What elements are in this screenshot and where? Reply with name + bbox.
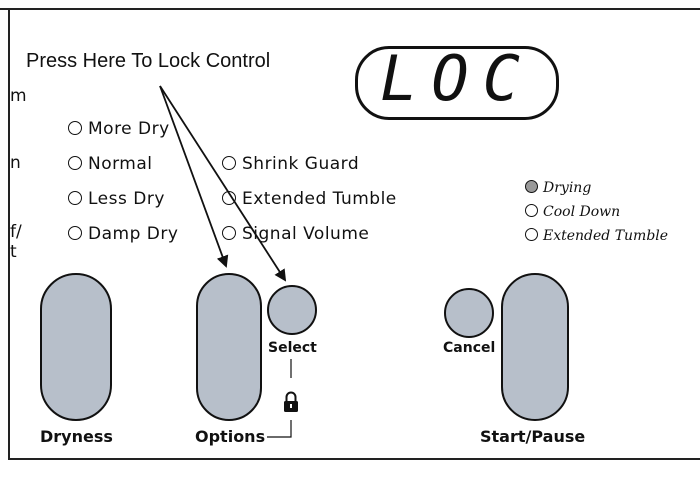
indicator-light: [222, 156, 236, 170]
callout-arrow-select: [159, 85, 287, 282]
dryness-option-normal: Normal: [68, 154, 153, 174]
lcd-display-text: LOC: [380, 42, 534, 115]
status-indicator-light: [525, 228, 538, 241]
panel-left-border: [8, 8, 10, 460]
cutoff-label: t: [10, 242, 17, 262]
options-button-label: Options: [195, 427, 266, 446]
indicator-light: [68, 156, 82, 170]
option-label: Signal Volume: [242, 224, 370, 244]
lock-bracket-line: [267, 359, 292, 438]
panel-bottom-border: [8, 458, 700, 460]
indicator-light: [68, 191, 82, 205]
select-button[interactable]: [267, 285, 317, 335]
select-button-label: Select: [268, 340, 317, 356]
cutoff-label: f/: [10, 222, 22, 242]
option-label: Damp Dry: [88, 224, 179, 244]
status-indicator-light: [525, 180, 538, 193]
lcd-display: [355, 46, 559, 120]
start-pause-button-label: Start/Pause: [480, 427, 586, 446]
dryness-button[interactable]: [40, 273, 112, 421]
cutoff-label: m: [10, 86, 27, 106]
option-label: Shrink Guard: [242, 154, 360, 174]
option-shrink-guard: Shrink Guard: [222, 154, 359, 174]
indicator-light: [68, 121, 82, 135]
cutoff-label: n: [10, 153, 21, 173]
lock-icon: [284, 391, 298, 412]
option-signal-volume: Signal Volume: [222, 224, 369, 244]
status-label: Drying: [543, 180, 592, 196]
status-drying: Drying: [525, 180, 591, 196]
option-label: More Dry: [88, 119, 170, 139]
status-label: Extended Tumble: [543, 228, 669, 244]
indicator-light: [68, 226, 82, 240]
dryness-option-damp-dry: Damp Dry: [68, 224, 178, 244]
indicator-light: [222, 226, 236, 240]
status-label: Cool Down: [543, 204, 621, 220]
option-label: Normal: [88, 154, 153, 174]
options-button[interactable]: [196, 273, 262, 421]
status-indicator-light: [525, 204, 538, 217]
option-label: Extended Tumble: [242, 189, 397, 209]
callout-arrow-options: [159, 85, 229, 268]
dryness-button-label: Dryness: [40, 427, 113, 446]
lock-callout-text: Press Here To Lock Control: [26, 50, 271, 72]
option-label: Less Dry: [88, 189, 165, 209]
cancel-button[interactable]: [444, 288, 494, 338]
cancel-button-label: Cancel: [443, 340, 496, 356]
status-extended-tumble: Extended Tumble: [525, 228, 668, 244]
dryness-option-less-dry: Less Dry: [68, 189, 165, 209]
status-cool-down: Cool Down: [525, 204, 620, 220]
panel-top-border: [0, 8, 700, 10]
dryness-option-more-dry: More Dry: [68, 119, 170, 139]
start-pause-button[interactable]: [501, 273, 569, 421]
